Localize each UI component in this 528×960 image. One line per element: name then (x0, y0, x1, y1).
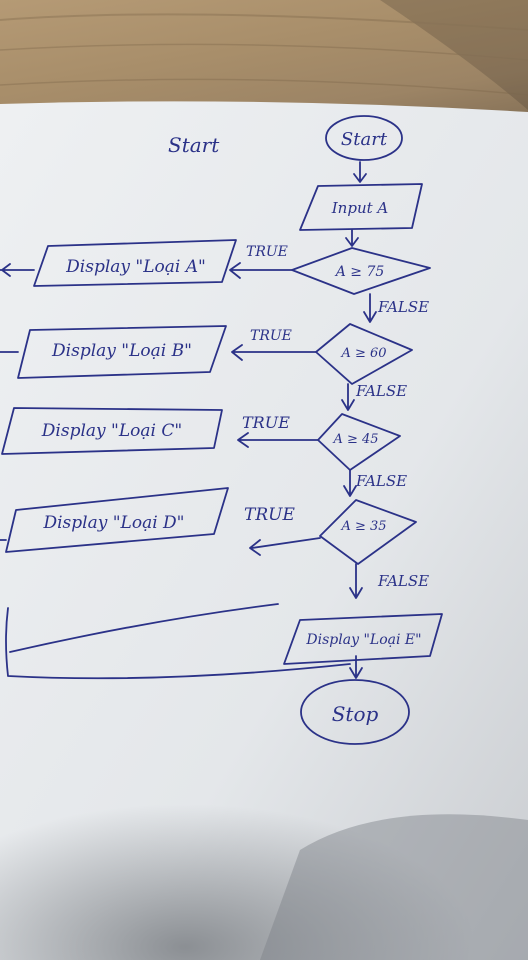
wood-grain (0, 0, 528, 110)
